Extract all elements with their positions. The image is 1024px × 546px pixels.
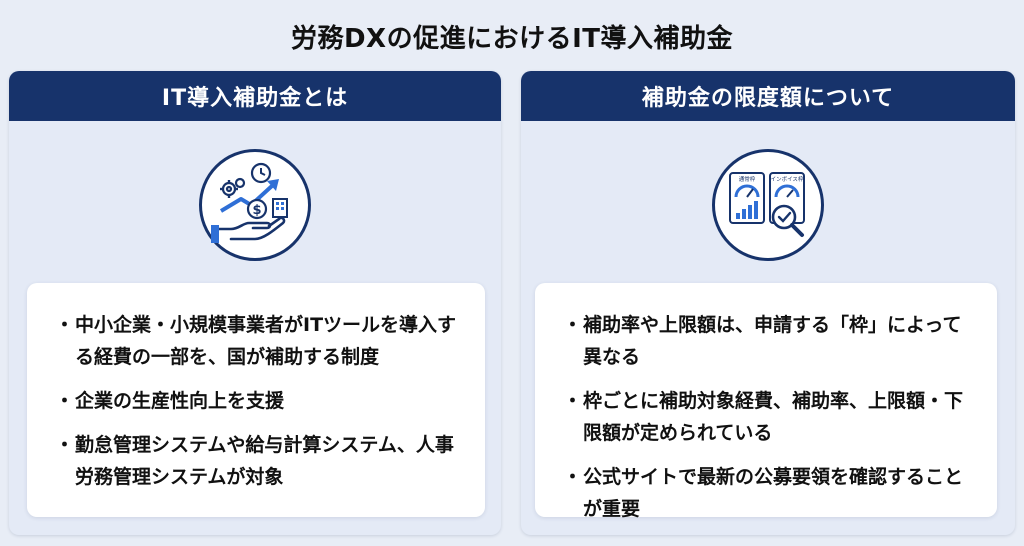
list-item: ・補助率や上限額は、申請する「枠」によって異なる [563,314,962,368]
panel-subsidy-limits: 補助金の限度額について 通常枠 インボイス枠 ・補助率や上限額は、申請する「枠」 [521,71,1015,535]
panel-header: IT導入補助金とは [9,71,501,121]
panel-it-subsidy-overview: IT導入補助金とは $ [9,71,501,535]
overview-card: ・中小企業・小規模事業者がITツールを導入する経費の一部を、国が補助する制度 ・… [27,283,485,517]
page-title: 労務DXの促進におけるIT導入補助金 [290,24,734,54]
list-item: ・中小企業・小規模事業者がITツールを導入する経費の一部を、国が補助する制度 [55,314,457,368]
list-item: ・公式サイトで最新の公募要領を確認することが重要 [563,466,964,520]
hand-coin-growth-icon: $ [199,149,311,261]
icon-label-invoice: インボイス枠 [771,175,804,183]
icon-label-standard: 通常枠 [739,175,756,183]
limits-card: ・補助率や上限額は、申請する「枠」によって異なる ・枠ごとに補助対象経費、補助率… [535,283,997,520]
panel-header: 補助金の限度額について [521,71,1015,121]
list-item: ・枠ごとに補助対象経費、補助率、上限額・下限額が定められている [563,390,964,444]
overview-bullet-list: ・中小企業・小規模事業者がITツールを導入する経費の一部を、国が補助する制度 ・… [53,309,463,493]
list-item: ・勤怠管理システムや給与計算システム、人事労務管理システムが対象 [55,434,454,488]
gauge-panels-magnifier-icon: 通常枠 インボイス枠 [712,149,824,261]
limits-bullet-list: ・補助率や上限額は、申請する「枠」によって異なる ・枠ごとに補助対象経費、補助率… [561,309,975,525]
list-item: ・企業の生産性向上を支援 [55,390,285,412]
svg-text:$: $ [252,203,261,218]
